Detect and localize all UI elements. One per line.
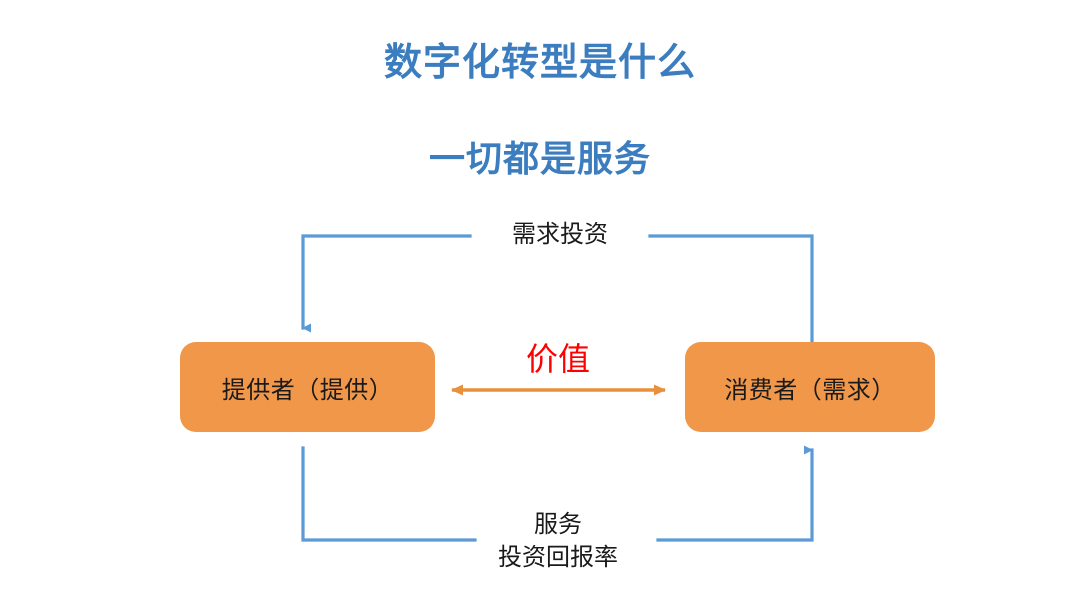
edge-label-demand-investment: 需求投资	[512, 222, 608, 248]
connector-demand-investment	[301, 234, 814, 344]
edge-label-service: 服务	[534, 512, 582, 538]
node-provider[interactable]: 提供者（提供）	[180, 342, 435, 432]
node-consumer-label: 消费者（需求）	[724, 377, 896, 404]
edge-label-roi: 投资回报率	[498, 545, 618, 571]
page-title: 数字化转型是什么	[383, 42, 696, 84]
node-consumer[interactable]: 消费者（需求）	[685, 342, 935, 432]
edge-label-value: 价值	[525, 341, 590, 377]
page-subtitle: 一切都是服务	[428, 138, 651, 179]
node-provider-label: 提供者（提供）	[221, 377, 394, 404]
